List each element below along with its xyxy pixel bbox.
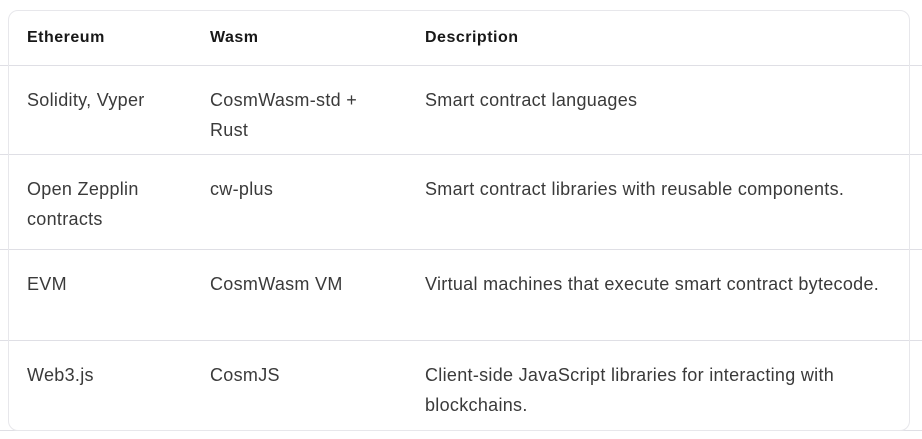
cell-wasm: cw-plus (210, 179, 274, 199)
cell-ethereum: Web3.js (27, 365, 94, 385)
column-header-description: Description (425, 28, 519, 46)
cell-description: Virtual machines that execute smart cont… (425, 274, 880, 294)
cell-wasm: CosmWasm VM (210, 274, 343, 294)
cell-description: Smart contract libraries with reusable c… (425, 179, 845, 199)
cell-wasm: CosmJS (210, 365, 280, 385)
table-header-row: Ethereum Wasm Description (0, 0, 922, 66)
column-header-wasm: Wasm (210, 28, 259, 46)
column-header-ethereum: Ethereum (27, 28, 105, 46)
cell-ethereum: EVM (27, 274, 67, 294)
table-row: EVM CosmWasm VM Virtual machines that ex… (0, 250, 922, 341)
cell-description: Client-side JavaScript libraries for int… (425, 365, 835, 415)
table-row: Web3.js CosmJS Client-side JavaScript li… (0, 341, 922, 431)
cell-description: Smart contract languages (425, 90, 638, 110)
table-row: Open Zepplin contracts cw-plus Smart con… (0, 155, 922, 250)
cell-ethereum: Open Zepplin contracts (27, 179, 139, 229)
cell-wasm: CosmWasm-std + Rust (210, 90, 358, 140)
table-row: Solidity, Vyper CosmWasm-std + Rust Smar… (0, 66, 922, 155)
cell-ethereum: Solidity, Vyper (27, 90, 145, 110)
